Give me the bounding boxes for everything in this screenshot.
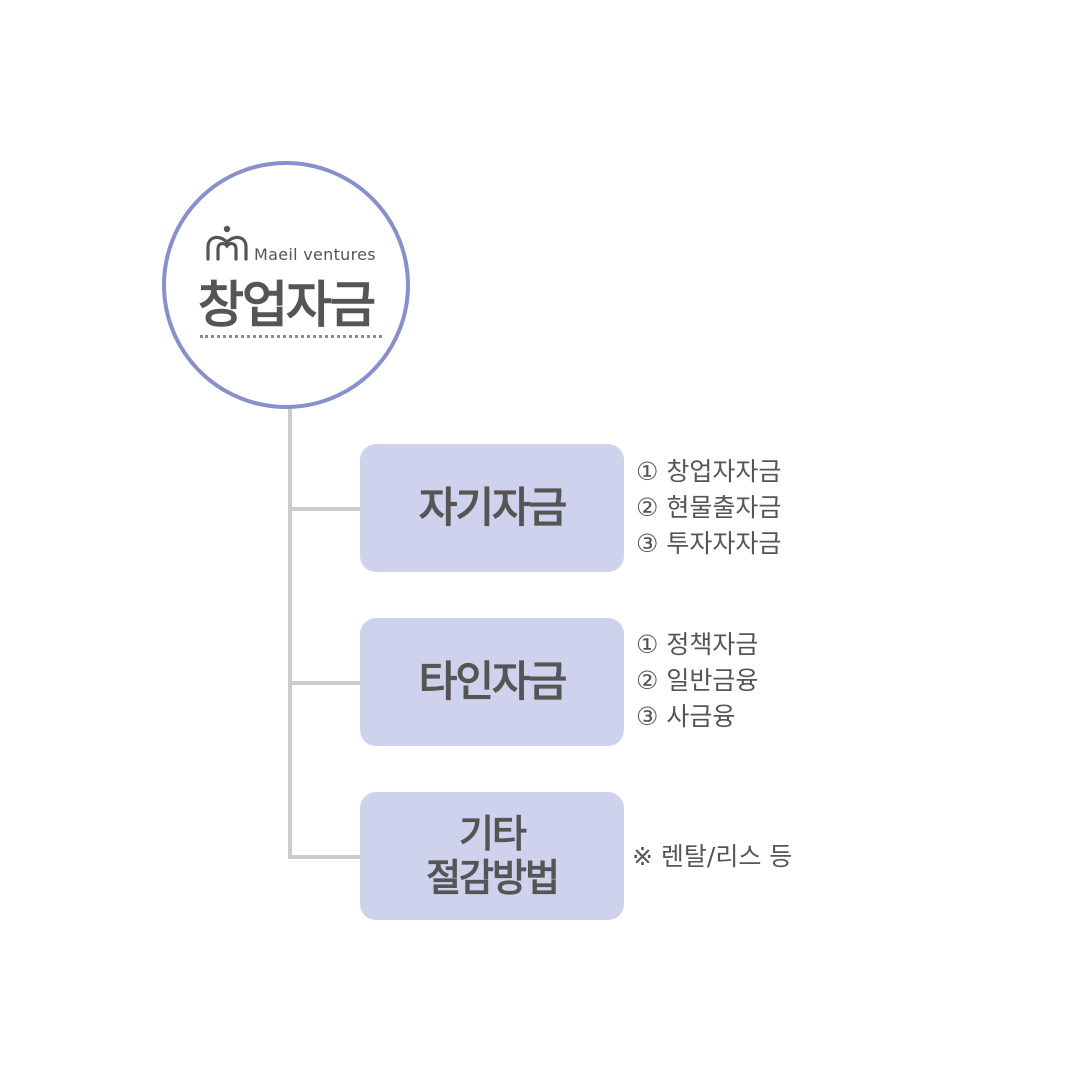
node-other-savings: 기타 절감방법 xyxy=(360,792,624,920)
list-item: ② 일반금융 xyxy=(636,666,759,695)
list-item: ③ 사금융 xyxy=(636,702,736,731)
node-own-funds: 자기자금 xyxy=(360,444,624,572)
branch-connector-3 xyxy=(288,855,362,859)
node-label: 자기자금 xyxy=(418,483,568,532)
external-funds-items: ① 정책자금 ② 일반금융 ③ 사금융 xyxy=(636,627,758,735)
other-savings-note: ※ 렌탈/리스 등 xyxy=(632,842,793,871)
branch-connector-1 xyxy=(288,507,362,511)
brand-name: Maeil ventures xyxy=(254,245,376,264)
list-item: ② 현물출자금 xyxy=(636,493,782,522)
root-title: 창업자금 xyxy=(198,276,376,334)
node-external-funds: 타인자금 xyxy=(360,618,624,746)
node-label: 타인자금 xyxy=(418,657,568,706)
root-node-circle: Maeil ventures 창업자금 xyxy=(162,161,410,409)
list-item: ③ 투자자자금 xyxy=(636,529,782,558)
dotted-divider xyxy=(200,335,382,338)
branch-connector-2 xyxy=(288,681,362,685)
node-label-line-2: 절감방법 xyxy=(426,856,560,900)
vertical-connector xyxy=(288,409,292,859)
node-label-line-1: 기타 xyxy=(459,812,527,856)
list-item: ① 정책자금 xyxy=(636,630,759,659)
maeil-ventures-logo-icon xyxy=(206,225,248,261)
list-item: ① 창업자자금 xyxy=(636,457,782,486)
own-funds-items: ① 창업자자금 ② 현물출자금 ③ 투자자자금 xyxy=(636,454,781,562)
